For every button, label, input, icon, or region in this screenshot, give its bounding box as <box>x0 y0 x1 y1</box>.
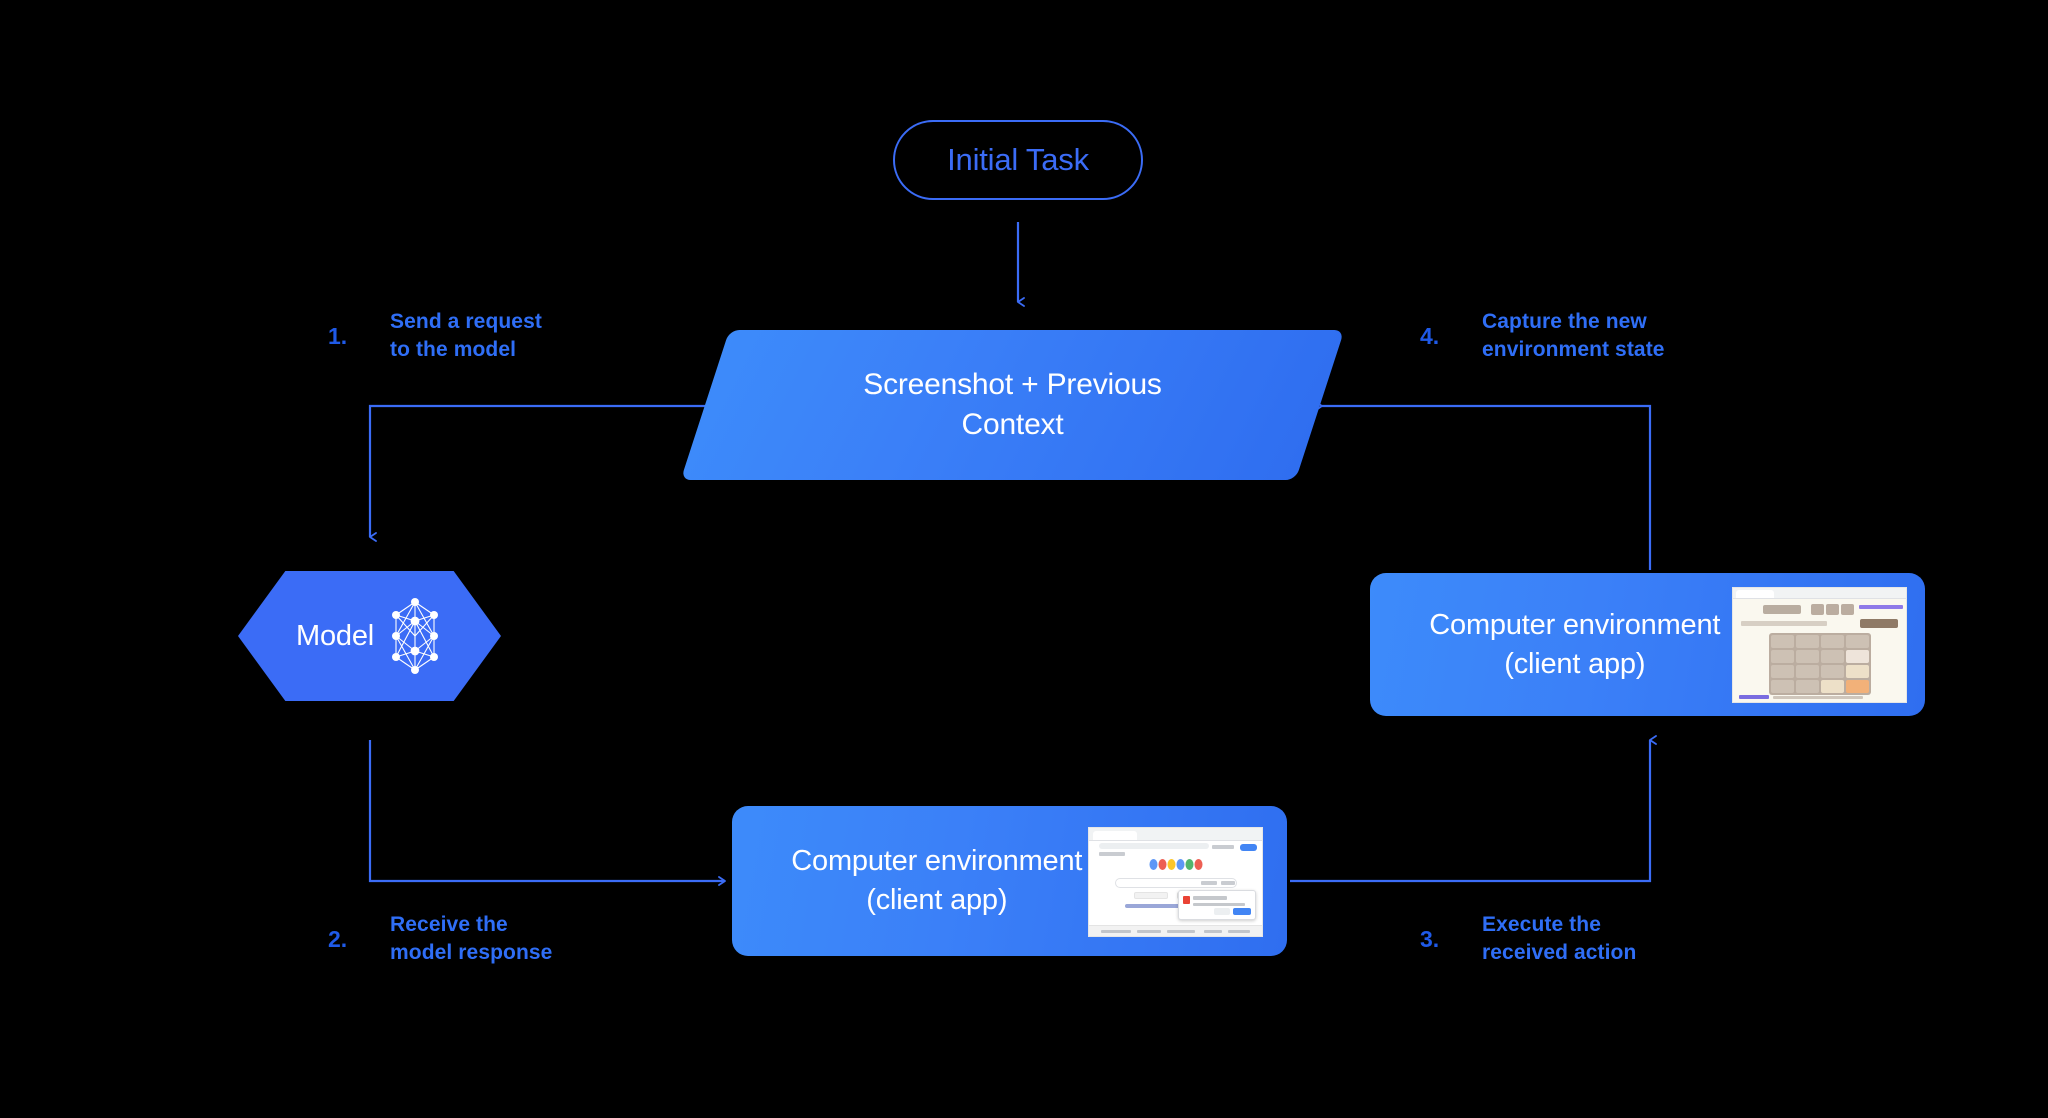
game-tile-8 <box>1846 680 1869 693</box>
thumb-nav-links <box>1212 845 1234 849</box>
game-header-links <box>1859 605 1903 609</box>
game-tile <box>1771 650 1794 663</box>
step-1-line1: Send a request <box>390 310 542 333</box>
initial-task-node[interactable]: Initial Task <box>893 120 1143 200</box>
language-links <box>1125 904 1225 908</box>
step-3-text: Execute the received action <box>1482 911 1636 968</box>
client-app-bottom-node[interactable]: Computer environment (client app) <box>732 806 1287 956</box>
model-node-label: Model <box>296 619 374 652</box>
game-tile <box>1796 665 1819 678</box>
score-box <box>1811 604 1824 615</box>
neural-network-icon <box>387 595 443 677</box>
google-search-thumbnail <box>1088 827 1263 937</box>
game-tile <box>1771 665 1794 678</box>
game-tile-4 <box>1846 665 1869 678</box>
search-box-icons <box>1201 881 1217 885</box>
footer-link-3 <box>1167 930 1195 933</box>
arrow-model-to-client-bottom <box>368 740 726 886</box>
footer-link-4 <box>1228 930 1250 933</box>
step-label-4: 4. Capture the new environment state <box>1420 308 1665 365</box>
popup-title <box>1193 896 1227 900</box>
game-page-body <box>1733 599 1906 702</box>
game-tile <box>1821 650 1844 663</box>
thumb-text-line <box>1099 852 1125 856</box>
context-node[interactable]: Screenshot + Previous Context <box>680 330 1345 480</box>
footer-link-2 <box>1137 930 1161 933</box>
step-2-number: 2. <box>328 925 348 952</box>
browser-chrome-bar <box>1089 828 1262 841</box>
game-site-title <box>1763 605 1801 614</box>
game-browser-chrome <box>1733 588 1906 599</box>
step-4-line1: Capture the new <box>1482 310 1647 333</box>
client-app-right-node[interactable]: Computer environment (client app) <box>1370 573 1925 716</box>
step-label-3: 3. Execute the received action <box>1420 911 1636 968</box>
context-node-line1: Screenshot + Previous <box>863 368 1162 402</box>
context-node-line2: Context <box>961 408 1064 441</box>
step-4-line2: environment state <box>1482 338 1665 362</box>
game-tile <box>1846 635 1869 648</box>
footer-link-5 <box>1204 930 1222 933</box>
client-app-bottom-line2: (client app) <box>866 884 1008 916</box>
browser-tab <box>1093 831 1137 840</box>
game-2048-thumbnail <box>1732 587 1907 703</box>
game-tile-2 <box>1846 650 1869 663</box>
game-grid <box>1769 633 1871 695</box>
new-game-button <box>1860 619 1898 628</box>
game-footer-text <box>1773 696 1863 699</box>
step-label-2: 2. Receive the model response <box>328 911 552 968</box>
step-1-text: Send a request to the model <box>390 308 542 365</box>
model-node[interactable]: Model <box>238 571 501 701</box>
game-tile <box>1821 665 1844 678</box>
client-app-bottom-line1: Computer environment <box>791 845 1083 878</box>
game-tile <box>1771 635 1794 648</box>
initial-task-label: Initial Task <box>947 142 1089 177</box>
client-app-right-line2: (client app) <box>1504 647 1646 680</box>
step-3-line1: Execute the <box>1482 913 1601 936</box>
step-2-line1: Receive the <box>390 913 508 936</box>
step-4-text: Capture the new environment state <box>1482 308 1665 365</box>
game-tile <box>1771 680 1794 693</box>
game-instructions-text <box>1741 621 1827 626</box>
best-score-box <box>1826 604 1839 615</box>
footer-link-1 <box>1101 930 1131 933</box>
arrow-client-bottom-to-client-right <box>1290 735 1657 883</box>
search-box-icons-2 <box>1221 881 1235 885</box>
client-app-right-line1: Computer environment <box>1429 608 1721 641</box>
game-footer-link <box>1739 695 1769 699</box>
google-logo-icon <box>1149 859 1202 870</box>
client-app-bottom-text: Computer environment (client app) <box>732 806 1132 956</box>
game-tile <box>1796 635 1819 648</box>
step-3-number: 3. <box>1420 925 1440 952</box>
context-node-text: Screenshot + Previous Context <box>705 330 1320 480</box>
step-2-line2: model response <box>390 941 553 965</box>
step-1-number: 1. <box>328 322 348 349</box>
google-search-button <box>1134 892 1168 899</box>
step-1-line2: to the model <box>390 338 517 362</box>
score-box-3 <box>1841 604 1854 615</box>
game-tile-4 <box>1821 680 1844 693</box>
popup-app-icon <box>1183 896 1190 904</box>
account-button <box>1240 844 1257 851</box>
arrow-context-to-model <box>368 404 705 542</box>
popup-cancel-button <box>1214 908 1230 915</box>
page-footer <box>1089 925 1262 936</box>
game-tile <box>1796 650 1819 663</box>
popup-confirm-button <box>1233 908 1251 915</box>
arrow-client-right-to-context <box>1315 401 1652 570</box>
client-app-right-text: Computer environment (client app) <box>1370 573 1770 716</box>
game-tile <box>1796 680 1819 693</box>
step-4-number: 4. <box>1420 322 1440 349</box>
step-label-1: 1. Send a request to the model <box>328 308 542 365</box>
popup-dialog <box>1178 890 1256 920</box>
game-tile <box>1821 635 1844 648</box>
game-browser-tab <box>1736 590 1774 598</box>
browser-url-bar <box>1099 843 1209 849</box>
popup-body-line <box>1193 903 1245 906</box>
step-3-line2: received action <box>1482 941 1637 965</box>
google-search-box <box>1115 878 1237 888</box>
step-2-text: Receive the model response <box>390 911 552 968</box>
